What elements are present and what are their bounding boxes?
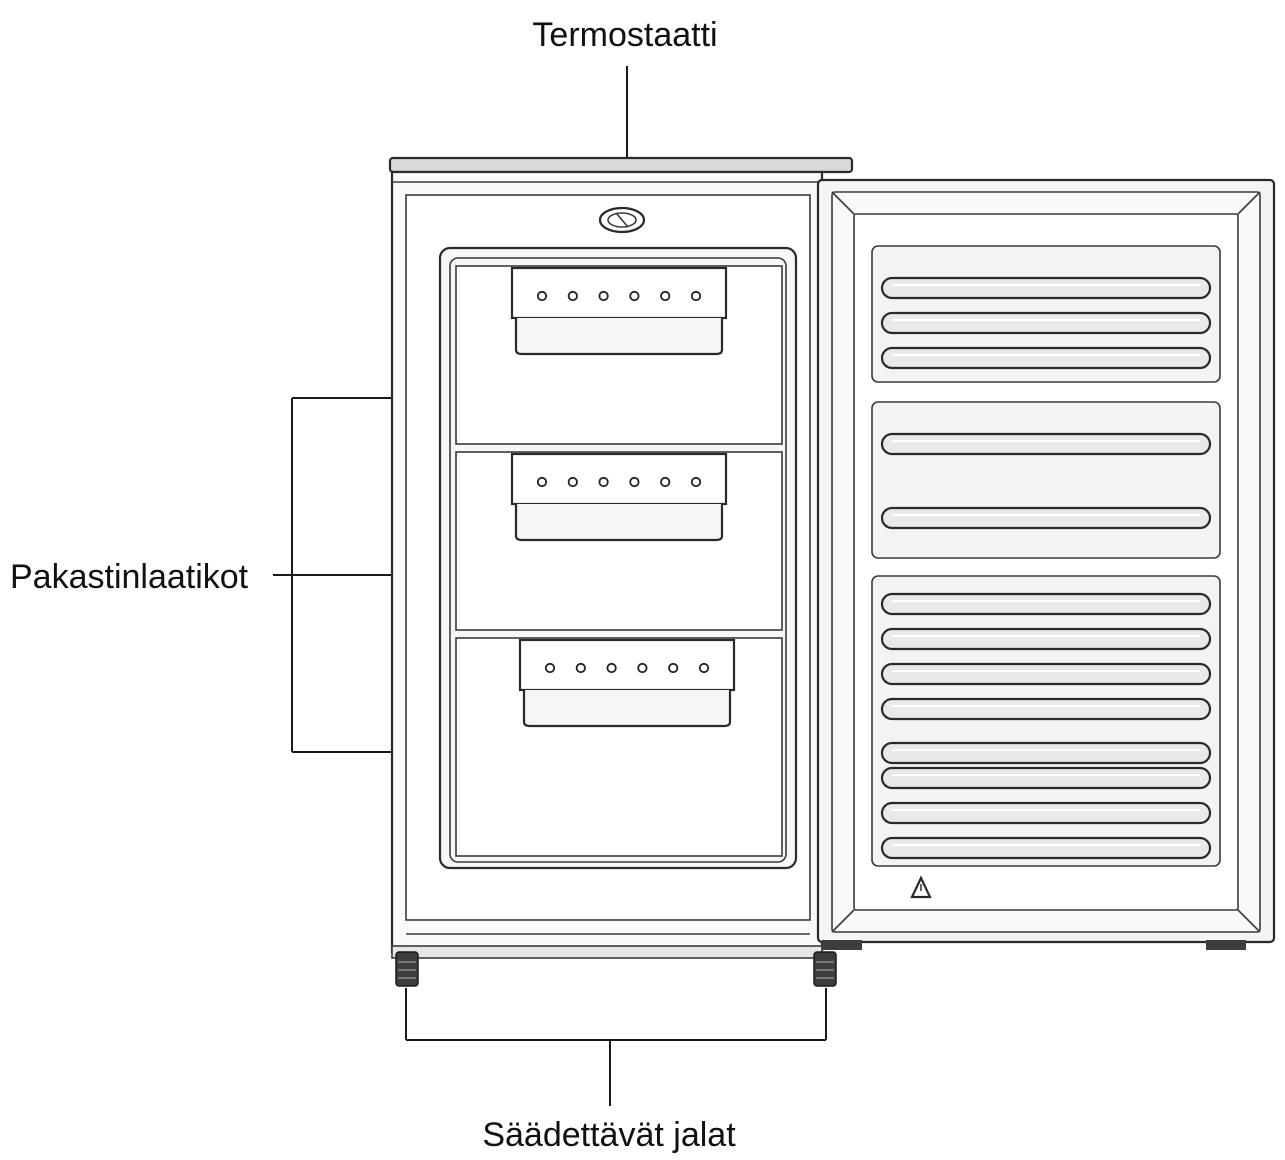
door-shelf-bar (880, 662, 1212, 686)
drawer-top[interactable] (455, 265, 783, 445)
drawer-handle[interactable] (518, 638, 736, 728)
cabinet-top (388, 156, 854, 174)
door-shelf-bar (880, 432, 1212, 456)
door-shelf-bar (880, 836, 1212, 860)
door-shelf-bar (880, 697, 1212, 721)
door-shelf-bar (880, 311, 1212, 335)
drawer-vent-hole (629, 476, 640, 488)
drawer-vent-hole (567, 476, 578, 488)
drawer-handle[interactable] (510, 266, 728, 356)
door-shelf-bar (880, 741, 1212, 765)
drawer-vent-hole (660, 290, 671, 302)
drawer-vent-hole (690, 476, 702, 488)
warning-triangle-icon (910, 875, 932, 899)
door-shelf-bar (880, 506, 1212, 530)
door-liner-middle (871, 401, 1221, 559)
drawer-vent-hole (698, 662, 710, 674)
door-shelf-bar (880, 346, 1212, 370)
drawer-vent-hole (544, 662, 556, 674)
drawer-vent-hole (536, 290, 548, 302)
drawer-bottom[interactable] (455, 637, 783, 857)
thermostat-knob-icon[interactable] (598, 206, 646, 234)
door-shelf-bar (880, 592, 1212, 616)
drawer-vent-hole (629, 290, 640, 302)
door-shelf-bars (880, 276, 1212, 860)
adjustable-feet (395, 951, 837, 987)
foot-left[interactable] (395, 951, 419, 987)
drawer-vent-hole (567, 290, 578, 302)
drawer-vent-hole (660, 476, 671, 488)
label-drawers: Pakastinlaatikot (10, 558, 249, 596)
drawer-handle[interactable] (510, 452, 728, 542)
door-shelf-bar (880, 801, 1212, 825)
drawer-vent-hole (598, 290, 609, 302)
foot-right[interactable] (813, 951, 837, 987)
drawer-vent-hole (690, 290, 702, 302)
drawer-vent-hole (598, 476, 609, 488)
freezer-door[interactable] (816, 178, 1276, 950)
label-feet: Säädettävät jalat (482, 1116, 736, 1154)
drawer-vent-hole (637, 662, 648, 674)
freezer-drawers (455, 265, 783, 857)
drawer-vent-hole (575, 662, 586, 674)
drawer-vent-hole (536, 476, 548, 488)
door-shelf-bar (880, 766, 1212, 790)
door-shelf-bar (880, 627, 1212, 651)
drawer-vent-hole (606, 662, 617, 674)
cabinet-base (391, 945, 823, 959)
leader-feet (405, 988, 827, 1106)
drawer-middle[interactable] (455, 451, 783, 631)
door-shelf-bar (880, 276, 1212, 300)
drawer-vent-hole (668, 662, 679, 674)
label-thermostat: Termostaatti (532, 16, 717, 54)
